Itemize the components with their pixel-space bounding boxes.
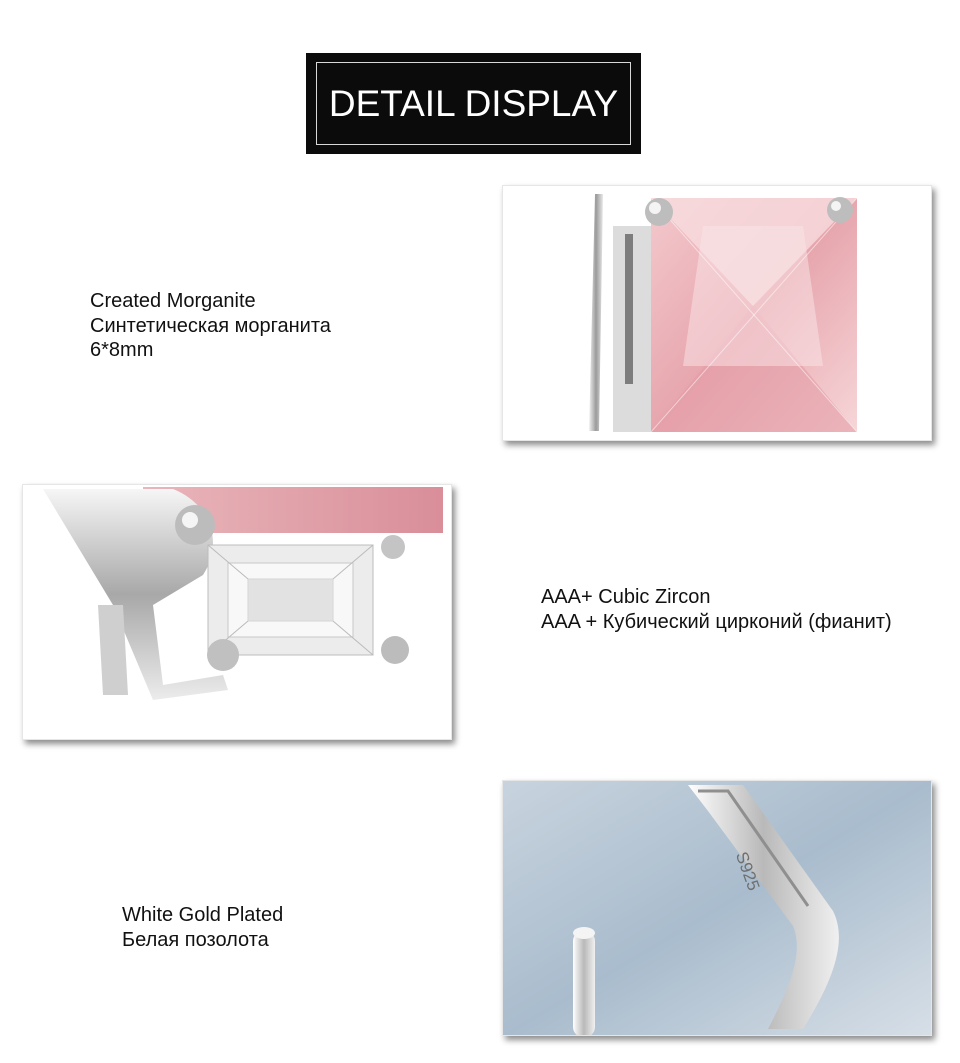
caption-line: Created Morganite — [90, 290, 256, 312]
caption-line: White Gold Plated — [122, 904, 284, 926]
morganite-photo — [502, 185, 932, 441]
cubic-zircon-image — [23, 485, 451, 739]
morganite-image — [503, 186, 931, 440]
page-title: DETAIL DISPLAY — [328, 82, 619, 124]
detail-caption-morganite: Created Morganite Синтетическая морганит… — [90, 289, 331, 363]
white-gold-image: S925 — [503, 781, 931, 1035]
detail-caption-white-gold: White Gold Plated Белая позолота — [122, 903, 283, 952]
caption-line: 6*8mm — [90, 339, 154, 361]
caption-line: AAA + Кубический цирконий (фианит) — [541, 610, 892, 633]
header-banner: DETAIL DISPLAY — [306, 53, 641, 154]
caption-line: Синтетическая морганита — [90, 314, 331, 337]
header-frame: DETAIL DISPLAY — [316, 62, 631, 145]
caption-line: Белая позолота — [122, 928, 269, 951]
white-gold-photo: S925 — [502, 780, 932, 1036]
detail-caption-zircon: AAA+ Cubic Zircon AAA + Кубический цирко… — [541, 585, 892, 634]
caption-line: AAA+ Cubic Zircon — [541, 586, 711, 608]
cubic-zircon-photo — [22, 484, 452, 740]
